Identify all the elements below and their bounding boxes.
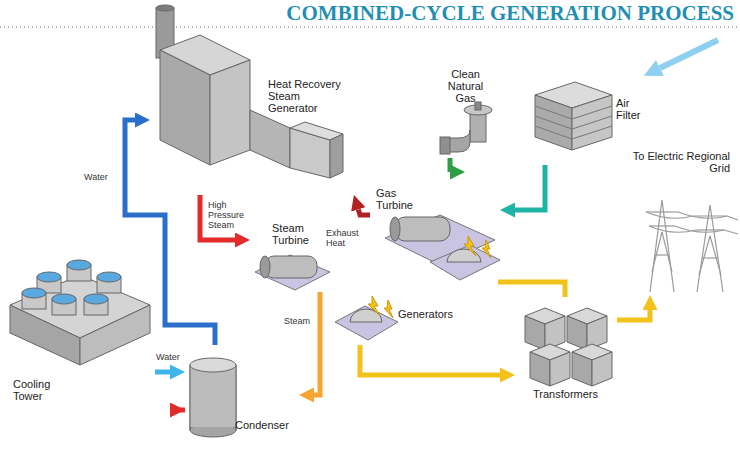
flow-arrow bbox=[360, 345, 500, 375]
gas-turbine-illustration bbox=[385, 215, 565, 297]
flow-label: High Pressure Steam bbox=[208, 200, 252, 230]
steam-turbine: Steam Turbine bbox=[250, 222, 330, 292]
power-grid: To Electric Regional Grid bbox=[620, 150, 735, 295]
flow-arrow bbox=[170, 408, 185, 413]
condenser-illustration bbox=[190, 358, 236, 437]
transformers: Transformers bbox=[515, 300, 617, 405]
generators: Generators bbox=[330, 292, 490, 345]
component-label: Heat Recovery Steam Generator bbox=[268, 78, 352, 114]
flow-arrow bbox=[448, 158, 453, 172]
component-label: Transformers bbox=[533, 388, 615, 400]
air-intake-arrow bbox=[660, 40, 718, 68]
gas-pipe-illustration bbox=[440, 102, 492, 154]
condenser: Condenser bbox=[185, 345, 299, 450]
generator-output-line bbox=[498, 282, 565, 297]
cooling-tower-illustration bbox=[10, 260, 150, 365]
flow-label: Water bbox=[84, 172, 120, 182]
flow-arrow bbox=[155, 370, 170, 375]
hrsg-unit: Heat Recovery Steam Generator bbox=[150, 30, 354, 195]
flow-label: Steam bbox=[284, 316, 316, 326]
flow-label: Exhaust Heat bbox=[326, 228, 370, 248]
component-label: Generators bbox=[398, 308, 478, 320]
component-label: Condenser bbox=[235, 419, 297, 431]
flow-arrow bbox=[314, 292, 320, 395]
flow-label: Water bbox=[156, 352, 186, 362]
transformers-illustration bbox=[525, 308, 612, 386]
cooling-tower: Cooling Tower bbox=[5, 250, 155, 415]
flow-arrow bbox=[617, 310, 650, 320]
flow-arrow bbox=[358, 209, 370, 215]
component-label: Air Filter bbox=[616, 97, 650, 121]
component-label: To Electric Regional Grid bbox=[630, 150, 730, 174]
steam-turbine-illustration bbox=[255, 255, 330, 290]
gas-supply: Clean Natural Gas bbox=[420, 68, 510, 158]
air-filter-illustration bbox=[535, 40, 718, 150]
component-label: Clean Natural Gas bbox=[438, 68, 493, 104]
component-label: Gas Turbine bbox=[376, 187, 426, 211]
title-rule bbox=[0, 26, 740, 28]
flow-arrow bbox=[125, 120, 215, 345]
component-label: Cooling Tower bbox=[13, 378, 68, 402]
hrsg-illustration bbox=[156, 5, 343, 178]
component-label: Steam Turbine bbox=[272, 222, 322, 246]
gas-turbine: Gas Turbine bbox=[370, 185, 500, 290]
flow-arrow bbox=[515, 165, 545, 210]
diagram-title: COMBINED-CYCLE GENERATION PROCESS bbox=[286, 1, 734, 25]
transmission-towers bbox=[646, 200, 738, 292]
steam-generator-illustration bbox=[335, 296, 398, 340]
